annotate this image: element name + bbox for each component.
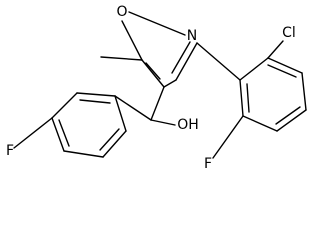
bond-o-c5	[121, 20, 143, 61]
bond-c-f-ortho	[212, 115, 244, 159]
bond-c4-carbinol	[150, 86, 165, 121]
aryl-bond-6-inner	[246, 83, 250, 113]
atom-nitrogen-ring: N	[187, 28, 197, 44]
chlorofluorophenyl-ring	[239, 57, 307, 132]
phenyl-bond-3	[51, 117, 65, 152]
aryl-bond-2-inner	[267, 64, 297, 78]
bond-carbinol-oh	[150, 119, 176, 126]
phenyl-bond-5-inner	[99, 128, 120, 151]
phenyl-bond-3-inner	[58, 119, 70, 147]
atom-chlorine: Cl	[282, 25, 296, 41]
bond-c-cl	[267, 40, 284, 59]
bond-c3-aryl	[196, 42, 241, 81]
bond-o-n	[128, 11, 186, 36]
atom-hydroxyl: OH	[177, 117, 199, 133]
aryl-bond-1	[239, 57, 269, 81]
phenyl-bond-6	[114, 95, 127, 132]
phenyl-bond-4	[63, 150, 104, 158]
chemical-structure: O N Cl F F OH	[5, 4, 307, 172]
bond-n-c3	[175, 42, 198, 81]
phenyl-bond-2	[51, 92, 78, 119]
aryl-bond-5	[242, 115, 278, 132]
phenyl-bond-5	[102, 130, 127, 158]
bond-c4-c5-inner	[145, 62, 161, 80]
bond-c3-c4	[163, 79, 177, 88]
aryl-bond-2	[267, 57, 303, 74]
phenyl-bond-1	[76, 92, 116, 97]
atom-oxygen-ring: O	[116, 4, 127, 20]
isoxazole-ring	[121, 11, 198, 88]
aryl-bond-4	[276, 109, 307, 132]
aryl-bond-4-inner	[275, 106, 301, 125]
bond-carbinol-aryl	[114, 95, 152, 121]
bond-c5-methyl	[100, 56, 143, 61]
atom-fluorine-para: F	[6, 143, 14, 159]
bond-c-f-para	[13, 117, 53, 149]
bond-c4-c5	[141, 59, 165, 88]
atom-fluorine-ortho: F	[204, 156, 212, 172]
fluorophenyl-ring	[51, 92, 127, 158]
aryl-bond-3	[301, 72, 307, 111]
phenyl-bond-1-inner	[79, 99, 111, 104]
bond-n-c3-inner	[171, 41, 191, 74]
aryl-bond-6	[239, 79, 244, 117]
